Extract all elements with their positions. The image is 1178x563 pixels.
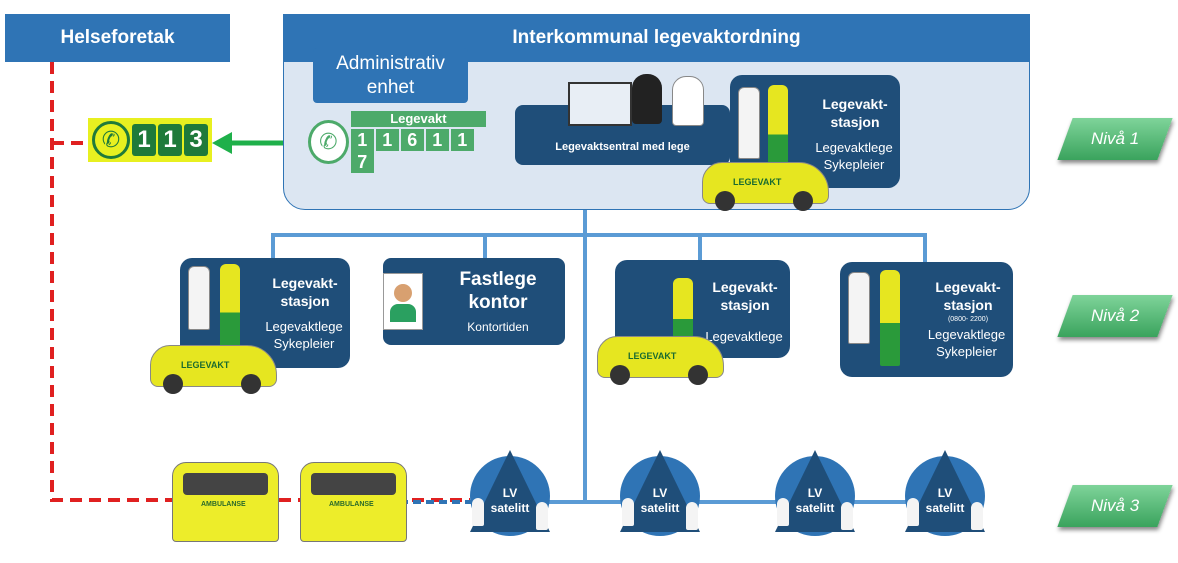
connector-v [271, 233, 275, 261]
ambulance-icon: AMBULANSE [172, 462, 279, 542]
connector-v [923, 233, 927, 263]
station-right: Legevakt-stasjon (0800- 2200) Legevaktle… [840, 262, 1013, 377]
administrativ-enhet: Administrativ enhet [313, 48, 468, 103]
ambulance-icon: AMBULANSE [300, 462, 407, 542]
doctor-icon [738, 87, 760, 159]
station-title: Legevakt-stasjon [272, 275, 338, 309]
level-3-badge: Nivå 3 [1057, 485, 1173, 527]
doctor-portrait-icon [383, 273, 423, 330]
station-hours: (0800- 2200) [947, 316, 989, 323]
staff-icon [777, 498, 789, 526]
legevakt-label: Legevakt [350, 111, 486, 127]
helseforetak-box: Helseforetak [5, 14, 230, 62]
car-icon: LEGEVAKT [150, 345, 277, 394]
digit: 1 [350, 129, 374, 151]
paramedic-icon [673, 278, 693, 353]
station-title: Legevakt-stasjon [712, 279, 778, 313]
connector-v [698, 233, 702, 261]
nurse-icon [672, 76, 704, 126]
fastlege-sub: Kontortiden [467, 320, 529, 334]
staff-icon [686, 502, 698, 530]
monitors-icon [568, 82, 632, 126]
staff-icon [622, 498, 634, 526]
connector-main [583, 210, 587, 502]
doctor-icon [188, 266, 210, 330]
staff-icon [841, 502, 853, 530]
car-icon: LEGEVAKT [597, 336, 724, 385]
interkommunal-header: Interkommunal legevaktordning [283, 14, 1030, 62]
connector-h [273, 233, 927, 237]
digit: 1 [450, 129, 474, 151]
staff-icon [907, 498, 919, 526]
paramedic-icon [220, 264, 240, 352]
paramedic-icon [880, 270, 900, 366]
doctor-icon [848, 272, 870, 344]
station-title: Legevakt-stasjon [935, 279, 1001, 313]
paramedic-icon [768, 85, 788, 175]
phone-icon: ✆ [92, 121, 130, 159]
car-icon: LEGEVAKT [702, 162, 829, 211]
digit: 1 [425, 129, 449, 151]
station-staff: Legevaktlege [705, 329, 783, 344]
digit: 7 [350, 151, 374, 173]
station-title: Legevakt-stasjon [822, 96, 888, 130]
staff-icon [971, 502, 983, 530]
operator-icon [632, 74, 662, 124]
phone-icon: ✆ [308, 120, 349, 164]
level-2-badge: Nivå 2 [1057, 295, 1173, 337]
red-dashed-line [50, 62, 470, 502]
arrow-left-head [212, 132, 232, 154]
digit: 1 [158, 124, 182, 156]
digit: 1 [132, 124, 156, 156]
digit: 6 [400, 129, 424, 151]
level-1-badge: Nivå 1 [1057, 118, 1173, 160]
staff-icon [472, 498, 484, 526]
digit: 3 [184, 124, 208, 156]
staff-icon [536, 502, 548, 530]
connector-sat [510, 500, 950, 504]
connector-v [483, 233, 487, 259]
legevaktsentral-label: Legevaktsentral med lege [555, 141, 690, 153]
digit: 1 [375, 129, 399, 151]
